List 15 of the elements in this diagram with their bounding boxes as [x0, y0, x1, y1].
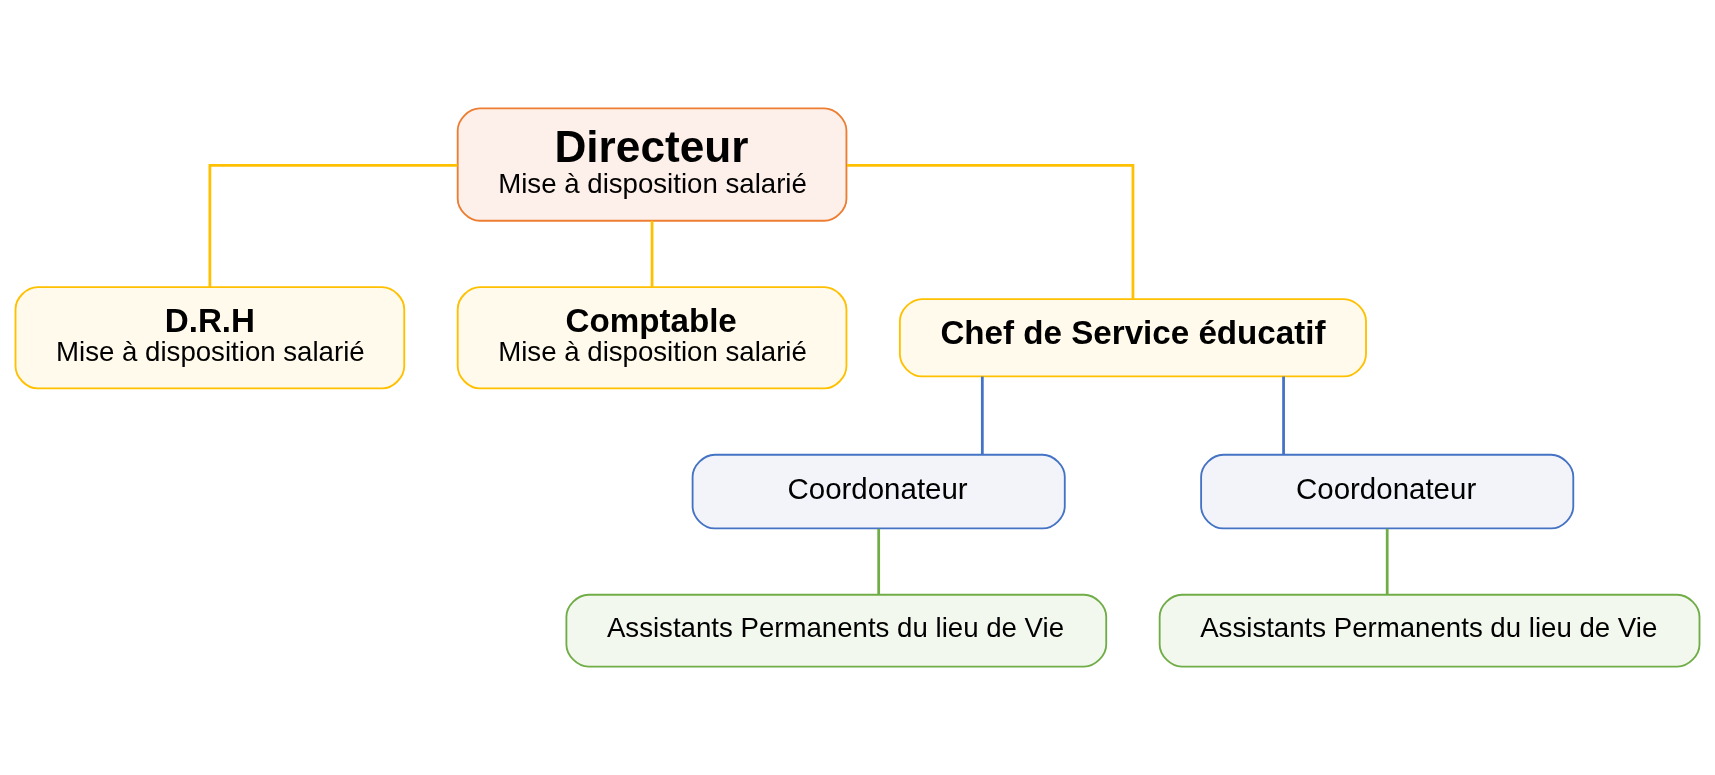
node-box: Comptable Mise à disposition salarié [456, 286, 848, 390]
node-box: D.R.H Mise à disposition salarié [14, 286, 406, 390]
connector [208, 164, 458, 287]
connector [980, 376, 984, 455]
node-box: Directeur Mise à disposition salarié [456, 107, 848, 222]
connector [877, 528, 881, 595]
connector [846, 164, 1135, 299]
node-box: Coordonateur [691, 453, 1066, 530]
connector [1282, 376, 1285, 455]
node-box: Chef de Service éducatif [898, 298, 1367, 378]
node-box: Assistants Permanents du lieu de Vie [565, 593, 1108, 668]
node-box: Coordonateur [1200, 453, 1575, 530]
node-box: Assistants Permanents du lieu de Vie [1158, 593, 1701, 668]
connector [650, 220, 654, 288]
connector [1385, 528, 1389, 595]
